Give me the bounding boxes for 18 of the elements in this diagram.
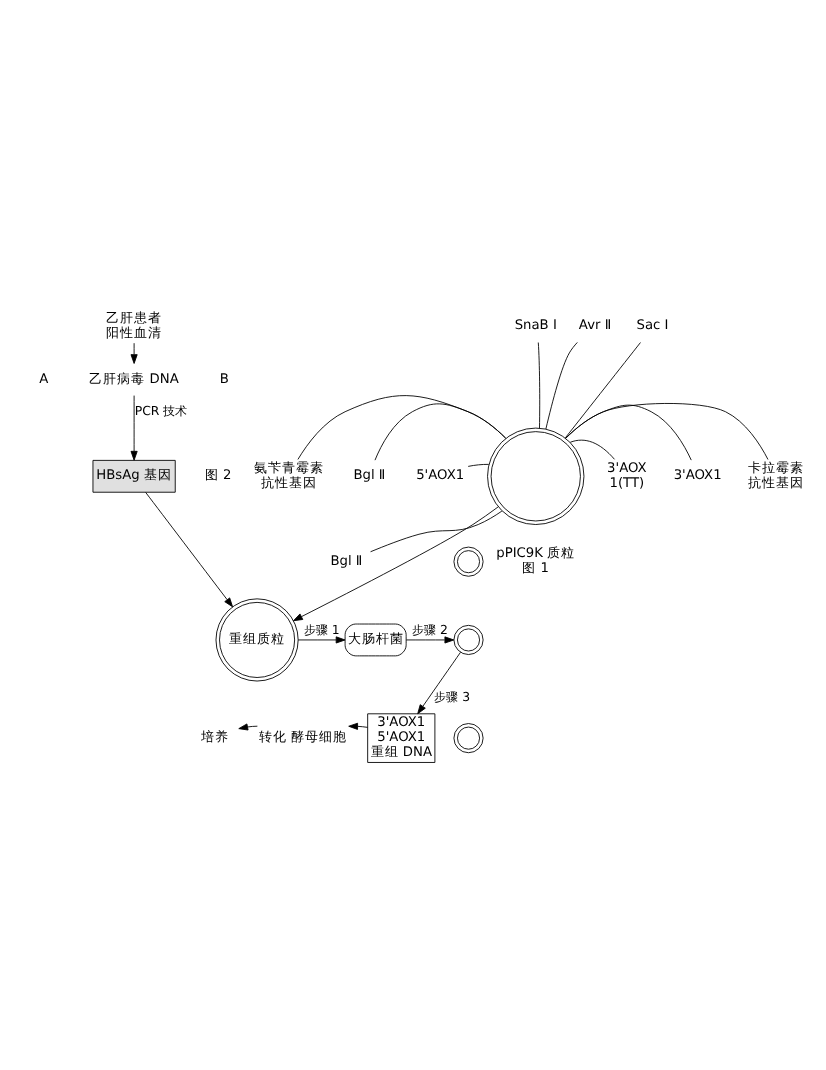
connector — [565, 402, 769, 459]
connector — [545, 341, 578, 429]
arrow — [297, 635, 346, 643]
arrow — [130, 341, 138, 363]
connector — [467, 462, 490, 466]
connector — [370, 509, 503, 552]
connector — [565, 403, 692, 460]
connector — [297, 394, 507, 459]
arrow — [293, 505, 499, 621]
arrow — [348, 721, 369, 729]
connector — [564, 341, 641, 438]
arrow — [417, 650, 461, 714]
connector — [537, 341, 541, 428]
arrow — [238, 722, 258, 730]
connector — [569, 438, 615, 459]
arrow — [405, 635, 455, 643]
arrow — [130, 394, 138, 460]
arrow — [145, 491, 233, 607]
